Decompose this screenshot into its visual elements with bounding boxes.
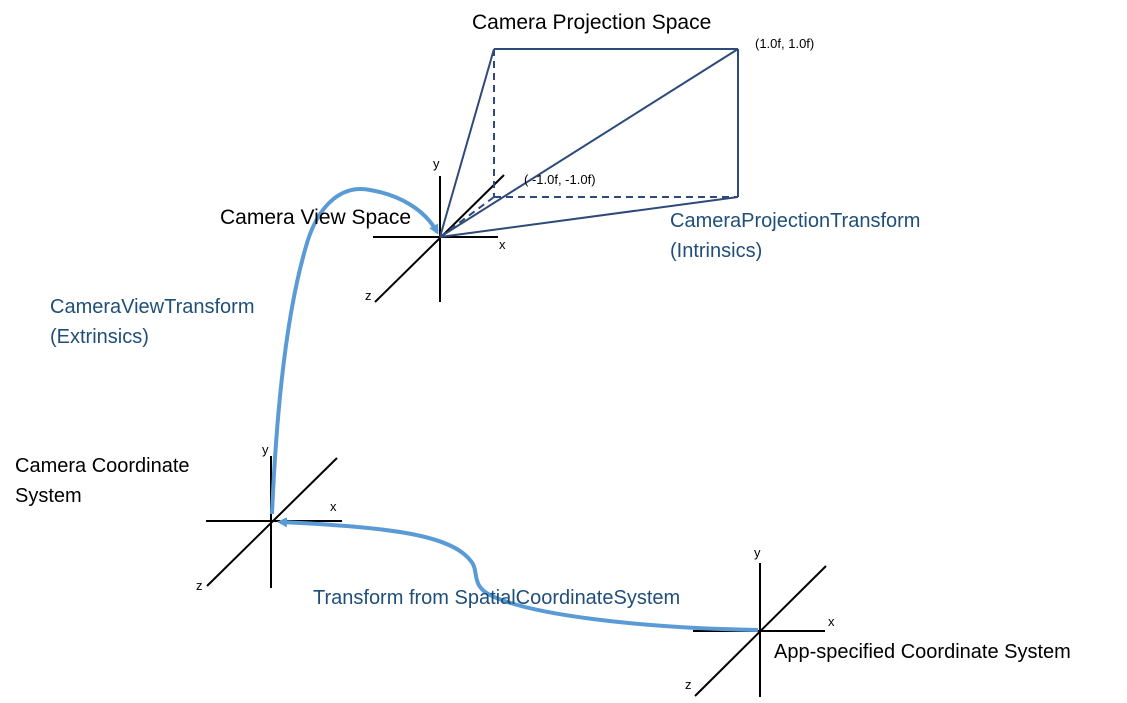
- camera-y-label: y: [262, 442, 269, 457]
- app-z-axis: [694, 565, 827, 697]
- spatial-transform-arrow: [277, 517, 759, 632]
- corner-top-right-label: (1.0f, 1.0f): [755, 36, 815, 51]
- view-transform-arrow: [270, 187, 439, 515]
- frustum-ray-top-right: [439, 48, 739, 238]
- camera-z-axis: [206, 457, 338, 587]
- projection-space-title: Camera Projection Space: [472, 11, 712, 34]
- app-y-label: y: [754, 545, 761, 560]
- view-x-label: x: [499, 237, 506, 252]
- camera-x-label: x: [330, 499, 337, 514]
- frustum-ray-top-left: [439, 48, 495, 238]
- camera-coord-axes: [206, 456, 342, 588]
- app-z-label: z: [685, 677, 692, 692]
- projection-transform-label: CameraProjectionTransform: [670, 210, 921, 232]
- spatial-transform-label: Transform from SpatialCoordinateSystem: [313, 587, 681, 609]
- projection-frustum: [439, 48, 739, 238]
- view-y-label: y: [433, 156, 440, 171]
- corner-bottom-left-label: ( -1.0f, -1.0f): [524, 172, 596, 187]
- app-coord-title: App-specified Coordinate System: [774, 641, 1071, 663]
- camera-coord-title-line2: System: [15, 485, 82, 507]
- view-space-axes: [373, 174, 505, 303]
- projection-transform-sublabel: (Intrinsics): [670, 240, 763, 262]
- view-space-title: Camera View Space: [220, 206, 412, 229]
- view-z-label: z: [365, 288, 372, 303]
- view-transform-sublabel: (Extrinsics): [50, 326, 149, 348]
- frustum-ray-bottom-right: [439, 196, 739, 238]
- camera-coord-title: Camera Coordinate: [15, 455, 190, 477]
- view-z-axis: [374, 174, 505, 303]
- view-transform-label: CameraViewTransform: [50, 296, 255, 318]
- app-coord-axes: [693, 563, 827, 697]
- camera-z-label: z: [196, 578, 203, 593]
- app-x-label: x: [828, 614, 835, 629]
